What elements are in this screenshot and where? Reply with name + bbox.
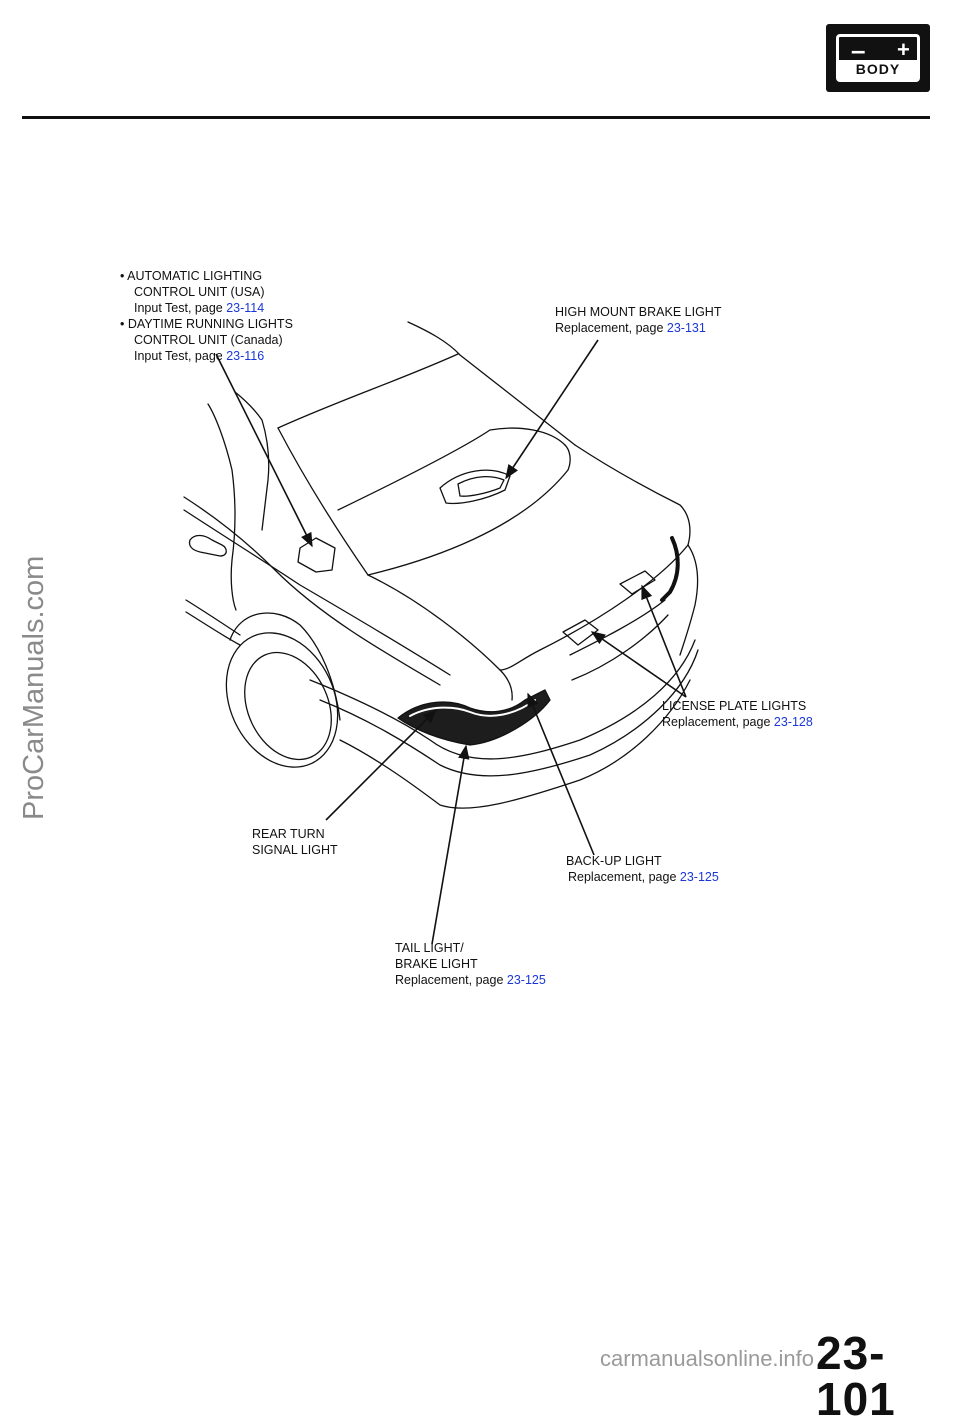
label-ref-line: Input Test, page 23-114 xyxy=(120,300,293,316)
footer-watermark: carmanualsonline.info xyxy=(600,1346,815,1371)
label-ref-line: Replacement, page 23-125 xyxy=(395,972,546,988)
rear-tire-inner xyxy=(244,651,332,761)
rear-bumper-edge xyxy=(679,544,699,656)
callout-tail-brake-light: TAIL LIGHT/ BRAKE LIGHT Replacement, pag… xyxy=(395,940,546,988)
label-text: Replacement, page xyxy=(555,321,664,335)
rear-bumper-top xyxy=(309,639,696,760)
label-line: • AUTOMATIC LIGHTING xyxy=(120,269,263,283)
label-text: Input Test, page xyxy=(134,349,223,363)
leader-rear-turn xyxy=(325,708,438,821)
page-ref-link[interactable]: 23-116 xyxy=(226,349,265,363)
label-ref-line: Replacement, page 23-128 xyxy=(662,714,813,730)
door-frame xyxy=(207,403,237,611)
rear-bumper-bottom xyxy=(339,679,691,809)
battery-minus-symbol: – xyxy=(851,35,866,65)
page-number: 23-101 xyxy=(816,1327,896,1425)
tail-light-left xyxy=(397,689,551,746)
rear-window-lower xyxy=(367,444,571,576)
rear-door-line xyxy=(234,391,270,531)
leader-tail xyxy=(431,744,470,945)
leader-license-1 xyxy=(590,631,687,698)
leader-control-unit xyxy=(215,353,313,548)
license-light-right xyxy=(619,570,656,595)
c-pillar-left xyxy=(277,427,369,576)
license-light-left xyxy=(562,619,599,646)
rear-bumper-mid xyxy=(319,649,699,777)
leader-high-mount xyxy=(505,339,599,480)
label-line: TAIL LIGHT/ xyxy=(395,941,464,955)
label-text: Replacement, page xyxy=(662,715,771,729)
side-character-line xyxy=(183,509,451,676)
license-recess-low xyxy=(571,614,669,681)
callout-backup-light: BACK-UP LIGHT Replacement, page 23-125 xyxy=(566,853,719,885)
header-rule xyxy=(22,116,930,119)
label-line: HIGH MOUNT BRAKE LIGHT xyxy=(555,305,722,319)
label-line: REAR TURN xyxy=(252,827,325,841)
label-line: • DAYTIME RUNNING LIGHTS xyxy=(120,317,293,331)
side-panel xyxy=(183,496,441,686)
battery-body-section-icon: – + BODY xyxy=(826,24,930,92)
high-mount-brake-light xyxy=(439,469,511,505)
rocker-panel-2 xyxy=(185,611,241,646)
callout-license-plate-lights: LICENSE PLATE LIGHTS Replacement, page 2… xyxy=(662,698,813,730)
label-text: Replacement, page xyxy=(568,870,677,884)
rear-window-top xyxy=(277,353,459,429)
label-text: Replacement, page xyxy=(395,973,504,987)
label-line: BACK-UP LIGHT xyxy=(566,854,662,868)
tail-light-right xyxy=(660,536,680,602)
page-ref-link[interactable]: 23-131 xyxy=(666,321,706,335)
label-ref-line: Replacement, page 23-125 xyxy=(566,869,719,885)
page-ref-link[interactable]: 23-125 xyxy=(506,973,546,987)
page-ref-link[interactable]: 23-128 xyxy=(773,715,813,729)
rear-tire-outer xyxy=(225,632,339,768)
rocker-panel xyxy=(185,599,241,636)
leader-license-2 xyxy=(641,584,687,698)
label-line: SIGNAL LIGHT xyxy=(252,843,338,857)
trunk-lid xyxy=(574,444,691,546)
label-line: CONTROL UNIT (USA) xyxy=(134,285,265,299)
car-rear-illustration xyxy=(183,321,699,945)
control-unit-box xyxy=(297,537,336,573)
callout-automatic-lighting: • AUTOMATIC LIGHTING CONTROL UNIT (USA) … xyxy=(120,268,293,364)
callout-high-mount-brake-light: HIGH MOUNT BRAKE LIGHT Replacement, page… xyxy=(555,304,721,336)
trunk-right-edge xyxy=(499,544,689,671)
page-ref-link[interactable]: 23-114 xyxy=(226,301,265,315)
page-ref-link[interactable]: 23-125 xyxy=(679,870,719,884)
section-label: BODY xyxy=(839,60,917,79)
battery-outline: – + BODY xyxy=(836,34,920,82)
label-line: LICENSE PLATE LIGHTS xyxy=(662,699,807,713)
callout-rear-turn-signal: REAR TURN SIGNAL LIGHT xyxy=(252,826,338,858)
license-recess xyxy=(569,599,666,656)
wheel-arch xyxy=(229,612,341,721)
label-line: CONTROL UNIT (Canada) xyxy=(134,333,283,347)
side-watermark: ProCarManuals.com xyxy=(18,555,50,820)
leader-backup xyxy=(527,692,595,856)
trunk-rear-edge xyxy=(367,574,513,701)
roof-outline xyxy=(407,321,576,446)
label-line: BRAKE LIGHT xyxy=(395,957,478,971)
label-ref-line: Input Test, page 23-116 xyxy=(120,348,293,364)
label-text: Input Test, page xyxy=(134,301,223,315)
battery-plus-symbol: + xyxy=(897,37,910,62)
label-ref-line: Replacement, page 23-131 xyxy=(555,320,721,336)
high-mount-brake-light-inner xyxy=(457,476,505,497)
rear-window-frame xyxy=(337,427,566,511)
door-handle xyxy=(188,534,227,557)
